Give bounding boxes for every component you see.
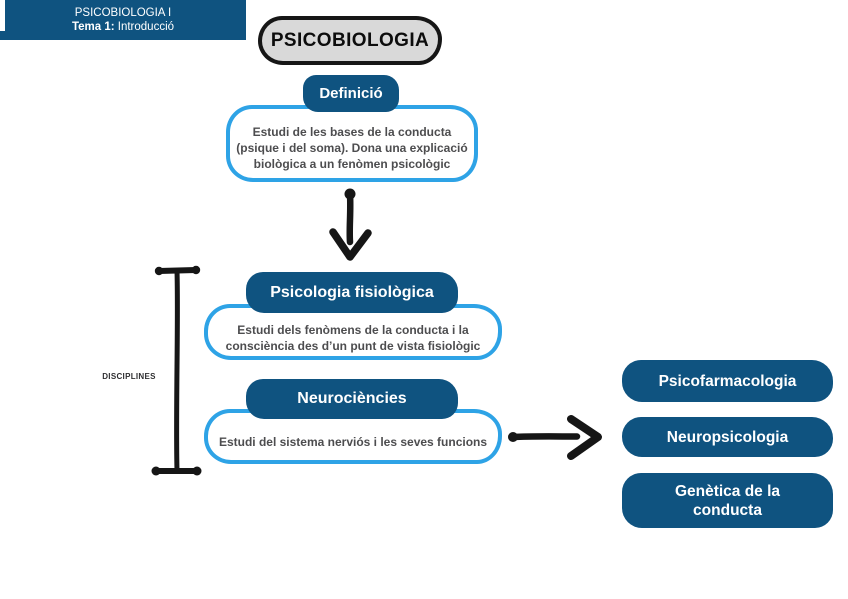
title-label: PSICOBIOLOGIA: [270, 29, 430, 51]
disciplines-label: DISCIPLINES: [102, 372, 156, 381]
course-subtitle-rest: Introducció: [114, 21, 175, 33]
neuropsicologia-label: Neuropsicologia: [666, 428, 789, 446]
course-header-tag: PSICOBIOLOGIA I Tema 1: Introducció: [0, 0, 246, 40]
definicio-node: Definició: [303, 75, 399, 112]
psicologia-fisiologica-node: Psicologia fisiològica: [246, 272, 458, 313]
genetica-conducta-label: Genètica de la conducta: [674, 482, 781, 519]
down-arrow-icon: [329, 188, 372, 261]
course-title: PSICOBIOLOGIA I: [74, 7, 172, 19]
psicologia-line: Estudi dels fenòmens de la conducta i la: [237, 323, 469, 337]
psicofarmacologia-label: Psicofarmacologia: [658, 372, 797, 390]
psicologia-line: consciència des d’un punt de vista fisio…: [225, 339, 481, 353]
course-subtitle: Tema 1: Introducció: [72, 20, 174, 34]
neurociencies-node: Neurociències: [246, 379, 458, 419]
psicologia-fisiologica-description: Estudi dels fenòmens de la conducta i la…: [204, 304, 502, 360]
definicio-description: Estudi de les bases de la conducta (psiq…: [226, 105, 478, 182]
definicio-line: Estudi de les bases de la conducta: [252, 125, 452, 139]
genetica-conducta-node: Genètica de la conducta: [622, 473, 833, 528]
psicofarmacologia-node: Psicofarmacologia: [622, 360, 833, 402]
title-node: PSICOBIOLOGIA: [258, 16, 442, 65]
course-subtitle-topic: Tema 1:: [71, 21, 115, 33]
definicio-line: biològica a un fenòmen psicològic: [253, 157, 451, 171]
disciplines-bracket-icon: [151, 265, 202, 476]
definicio-line: (psique i del soma). Dona una explicació: [236, 141, 468, 155]
neurociencies-line: Estudi del sistema nerviós i les seves f…: [218, 435, 488, 449]
right-arrow-icon: [508, 415, 602, 460]
neuropsicologia-node: Neuropsicologia: [622, 417, 833, 457]
